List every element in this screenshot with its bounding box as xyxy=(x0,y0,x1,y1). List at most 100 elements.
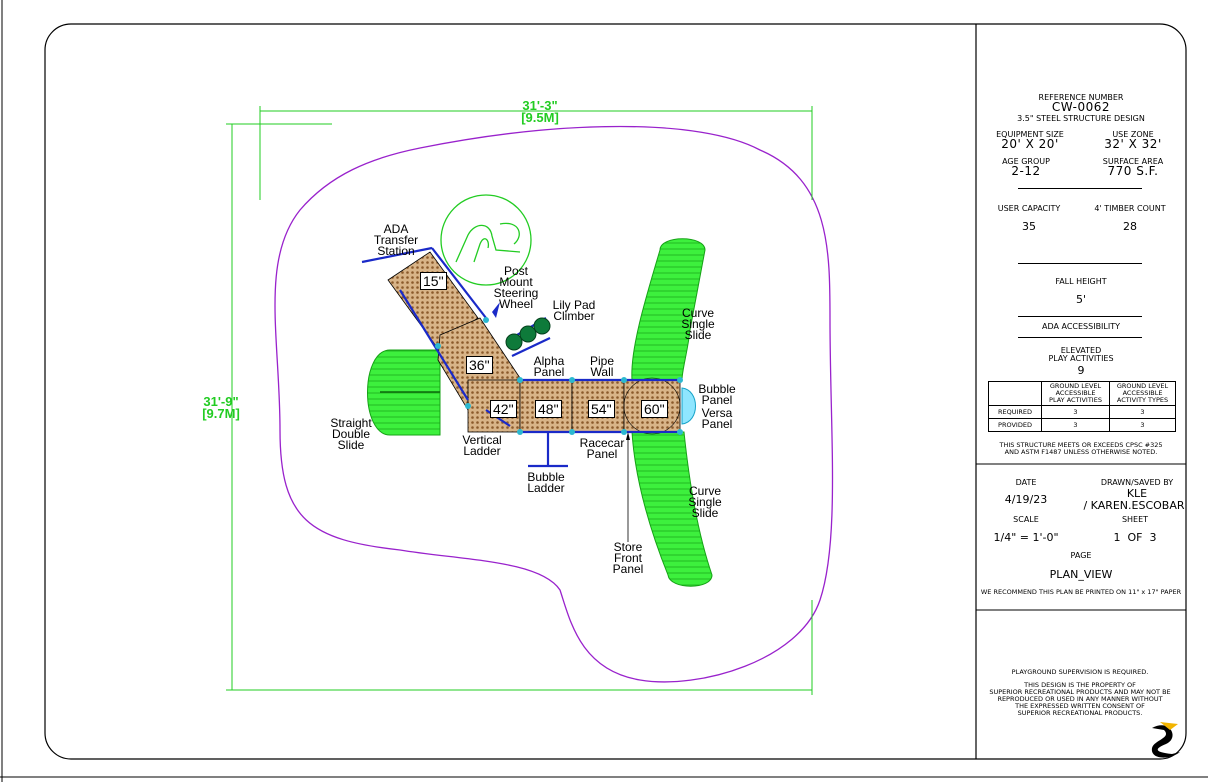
height-m: [9.7M] xyxy=(202,406,240,421)
surface-area: 770 S.F. xyxy=(1107,164,1159,178)
timber-count-label: 4' TIMBER COUNT xyxy=(1094,204,1166,213)
height-dimension: 31'-9" [9.7M] xyxy=(196,395,246,421)
user-capacity: 35 xyxy=(1022,220,1036,233)
label-line: Panel xyxy=(701,393,733,407)
label-line: Single xyxy=(688,495,722,509)
bubble-panel xyxy=(681,387,696,425)
deck-height-15: 15" xyxy=(420,272,447,290)
supervision-note: PLAYGROUND SUPERVISION IS REQUIRED. xyxy=(1011,668,1149,676)
label-bubble-panel: Bubble Panel xyxy=(692,383,742,407)
deck-height-36: 36" xyxy=(466,356,493,374)
user-capacity-label: USER CAPACITY xyxy=(997,204,1061,213)
table-header: GROUND LEVEL ACCESSIBLE ACTIVITY TYPES xyxy=(1109,381,1176,406)
label-line: Panel xyxy=(586,447,618,461)
elevated-label-1: ELEVATED xyxy=(1060,346,1102,355)
label-line: Mount xyxy=(499,275,533,289)
date-label: DATE xyxy=(1015,478,1037,487)
dimension-lines xyxy=(226,106,813,695)
label-line: Vertical xyxy=(462,433,502,447)
cpsc-line-2: AND ASTM F1487 UNLESS OTHERWISE NOTED. xyxy=(1004,448,1158,456)
superior-logo-icon xyxy=(1151,722,1180,758)
table-row: PROVIDED 3 3 xyxy=(988,418,1176,432)
header-line: ACCESSIBLE xyxy=(1122,389,1163,397)
header-line: PLAY ACTIVITIES xyxy=(1049,396,1102,404)
sheet-border xyxy=(44,23,1187,760)
steering-wheel-icon xyxy=(440,194,532,286)
label-line: Curve xyxy=(681,306,714,320)
drawn-label: DRAWN/SAVED BY xyxy=(1100,478,1174,487)
property-line-3: REPRODUCED OR USED IN ANY MANNER WITHOUT xyxy=(997,695,1163,703)
label-line: Store xyxy=(613,540,643,554)
label-line: Slide xyxy=(337,438,365,452)
table-cell: 3 xyxy=(1109,418,1176,432)
curve-slide-top xyxy=(631,238,706,381)
row-label: PROVIDED xyxy=(988,418,1042,432)
width-ft: 31'-3" xyxy=(522,98,558,113)
drawn-by-1: KLE xyxy=(1126,487,1148,500)
label-line: Station xyxy=(377,244,415,258)
label-line: ADA xyxy=(383,222,409,236)
use-zone-outline xyxy=(274,125,834,683)
posts xyxy=(435,317,683,435)
table-cell: 3 xyxy=(1041,418,1110,432)
equipment-size: 20' X 20' xyxy=(1001,137,1059,151)
label-line: Front xyxy=(613,551,642,565)
label-line: Post xyxy=(503,264,528,278)
fall-height-label: FALL HEIGHT xyxy=(1055,277,1107,286)
use-zone: 32' X 32' xyxy=(1104,137,1162,151)
label-line: Bubble xyxy=(527,470,565,484)
label-line: Panel xyxy=(612,562,644,576)
label-curve-single-slide-top: Curve Single Slide xyxy=(672,306,724,342)
deck-height-42: 42" xyxy=(490,400,517,418)
scale-value: 1/4" = 1'-0" xyxy=(993,531,1059,544)
width-dimension: 31'-3" [9.5M] xyxy=(505,98,575,125)
label-line: Racecar xyxy=(579,436,625,450)
label-line: Single xyxy=(681,317,715,331)
page-value: PLAN_VIEW xyxy=(1049,568,1113,581)
label-line: Ladder xyxy=(463,444,501,458)
deck-height-48: 48" xyxy=(535,400,562,418)
label-line: Steering xyxy=(493,286,539,300)
label-line: Versa xyxy=(701,406,733,420)
label-post-mount-steering-wheel: Post Mount Steering Wheel xyxy=(486,264,546,311)
surface-area-label: SURFACE AREA xyxy=(1102,157,1164,166)
label-line: Wall xyxy=(590,365,614,379)
label-pipe-wall: Pipe Wall xyxy=(580,355,624,379)
use-zone-label: USE ZONE xyxy=(1112,130,1154,139)
label-racecar-panel: Racecar Panel xyxy=(574,436,630,461)
label-line: Slide xyxy=(691,506,719,520)
table-cell: 3 xyxy=(1109,405,1176,419)
timber-count: 28 xyxy=(1123,220,1137,233)
age-group-label: AGE GROUP xyxy=(1002,157,1050,166)
label-store-front-panel: Store Front Panel xyxy=(606,540,650,576)
table-cell xyxy=(988,381,1042,406)
equipment-size-label: EQUIPMENT SIZE xyxy=(996,130,1064,139)
label-line: Panel xyxy=(533,365,565,379)
sheet-label: SHEET xyxy=(1121,515,1149,524)
drawn-by-2: / KAREN.ESCOBAR xyxy=(1083,499,1185,512)
label-curve-single-slide-bottom: Curve Single Slide xyxy=(678,484,732,520)
curve-slide-bottom xyxy=(631,431,713,587)
header-line: ACTIVITY TYPES xyxy=(1116,396,1169,404)
label-line: Double xyxy=(331,427,371,441)
design-label: 3.5" STEEL STRUCTURE DESIGN xyxy=(1017,114,1145,123)
label-lily-pad-climber: Lily Pad Climber xyxy=(543,299,605,322)
cpsc-line-1: THIS STRUCTURE MEETS OR EXCEEDS CPSC #32… xyxy=(999,441,1163,449)
lily-pad-climber xyxy=(505,317,551,351)
label-line: Alpha xyxy=(533,354,565,368)
header-line: GROUND LEVEL xyxy=(1049,382,1102,390)
header-line: GROUND LEVEL xyxy=(1116,382,1169,390)
header-line: ACCESSIBLE xyxy=(1055,389,1096,397)
ada-label: ADA ACCESSIBILITY xyxy=(1041,322,1121,331)
date-value: 4/19/23 xyxy=(1004,493,1048,506)
table-header: GROUND LEVEL ACCESSIBLE PLAY ACTIVITIES xyxy=(1041,381,1110,406)
label-line: Curve xyxy=(688,484,721,498)
label-line: Wheel xyxy=(498,297,533,311)
width-m: [9.5M] xyxy=(521,110,559,125)
label-line: Slide xyxy=(684,328,712,342)
label-ada-transfer-station: ADA Transfer Station xyxy=(366,222,426,258)
property-line-2: SUPERIOR RECREATIONAL PRODUCTS AND MAY N… xyxy=(989,688,1171,696)
steering-wheel-post-icon xyxy=(492,302,500,318)
fall-height: 5' xyxy=(1075,293,1087,306)
page-label: PAGE xyxy=(1070,551,1092,560)
